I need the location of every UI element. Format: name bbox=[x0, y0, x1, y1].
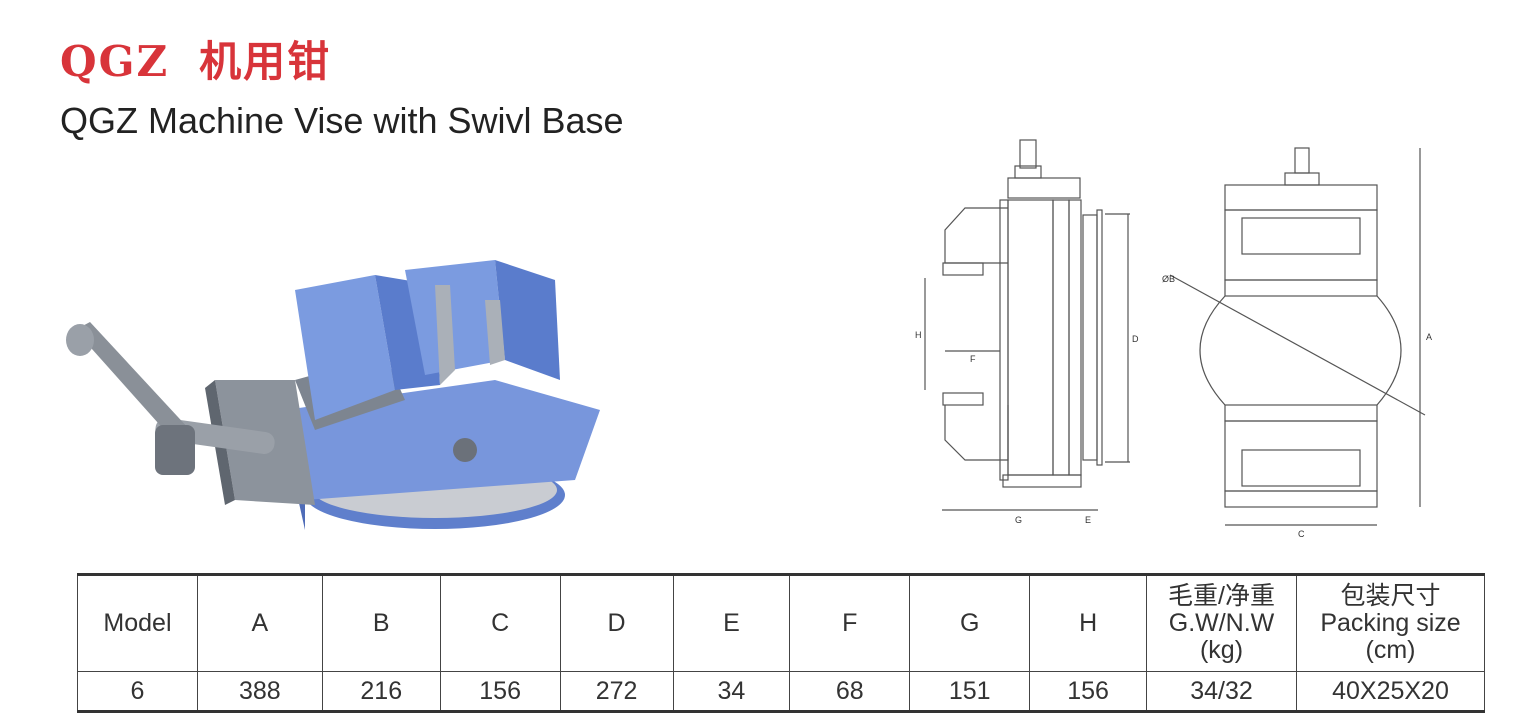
weight-en: G.W/N.W bbox=[1168, 609, 1275, 637]
header-cell: F bbox=[789, 574, 911, 672]
title-cn: 机用钳 bbox=[199, 37, 332, 86]
table-row: 6 388 216 156 272 34 68 151 156 34/32 40… bbox=[77, 671, 1486, 712]
cell-g: 151 bbox=[909, 671, 1031, 712]
cell-c: 156 bbox=[439, 671, 561, 712]
header-cell: C bbox=[439, 574, 561, 672]
top-view bbox=[1169, 147, 1426, 526]
packing-unit: (cm) bbox=[1365, 636, 1416, 664]
cell-weight: 34/32 bbox=[1146, 671, 1297, 712]
header-cell: A bbox=[196, 574, 323, 672]
header-cell: H bbox=[1029, 574, 1148, 672]
header-cell: Model bbox=[77, 574, 198, 672]
label-f: F bbox=[970, 354, 976, 364]
packing-cn: 包装尺寸 bbox=[1340, 582, 1441, 610]
label-d: D bbox=[1132, 334, 1139, 344]
cell-b: 216 bbox=[321, 671, 441, 712]
weight-cn: 毛重/净重 bbox=[1168, 582, 1275, 610]
label-a: A bbox=[1426, 332, 1432, 342]
page-subtitle: QGZ Machine Vise with Swivl Base bbox=[60, 100, 624, 141]
label-h: H bbox=[915, 330, 922, 340]
weight-unit: (kg) bbox=[1199, 636, 1244, 664]
header-cell: B bbox=[321, 574, 441, 672]
cell-h: 156 bbox=[1029, 671, 1148, 712]
page-title: QGZ 机用钳 bbox=[60, 28, 331, 89]
cell-model: 6 bbox=[77, 671, 198, 712]
label-c: C bbox=[1298, 529, 1305, 539]
header-cell: G bbox=[909, 574, 1031, 672]
cell-f: 68 bbox=[789, 671, 911, 712]
cell-d: 272 bbox=[559, 671, 674, 712]
header-cell: E bbox=[672, 574, 791, 672]
cell-e: 34 bbox=[672, 671, 791, 712]
label-g: G bbox=[1015, 515, 1022, 525]
packing-en: Packing size bbox=[1320, 609, 1461, 637]
label-b: ØB bbox=[1162, 274, 1175, 284]
header-cell: D bbox=[559, 574, 674, 672]
cell-packing: 40X25X20 bbox=[1295, 671, 1486, 712]
cell-a: 388 bbox=[196, 671, 323, 712]
vise-photo bbox=[66, 260, 600, 530]
side-view bbox=[924, 139, 1130, 511]
label-e: E bbox=[1085, 515, 1091, 525]
technical-drawing: H F G E D A C ØB bbox=[915, 139, 1432, 539]
title-model: QGZ bbox=[60, 37, 170, 86]
